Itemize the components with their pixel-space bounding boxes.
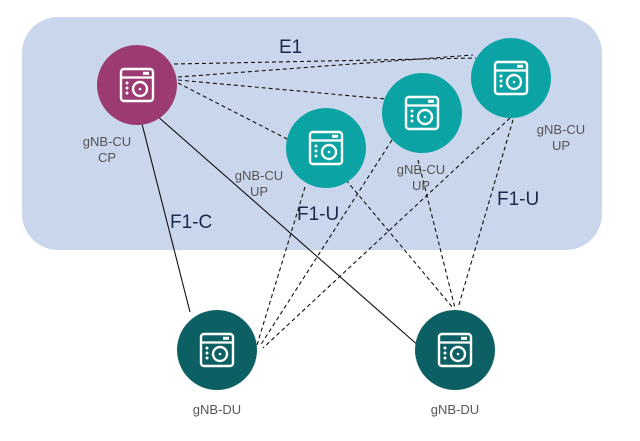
f1c-cp-du1	[140, 119, 191, 313]
node-label-line1: gNB-CU	[396, 162, 446, 177]
node-label-line1: gNB-CU	[234, 168, 284, 183]
e1-links	[173, 54, 477, 141]
node-label-line1: gNB-CU	[82, 134, 132, 149]
node-label-du-1: gNB-DU	[172, 402, 262, 418]
node-label-line2: UP	[249, 184, 269, 199]
f1u-links	[256, 112, 516, 349]
node-label-line1: gNB-CU	[536, 122, 586, 137]
interface-label-f1u-right: F1-U	[497, 189, 540, 210]
node-label-line1: gNB-DU	[430, 402, 480, 417]
node-label-cu-up-2: gNB-CU UP	[376, 162, 466, 194]
f1c-cp-du2	[155, 114, 421, 348]
node-label-cu-up-1: gNB-CU UP	[214, 168, 304, 200]
node-label-du-2: gNB-DU	[410, 402, 500, 418]
node-du-2	[415, 310, 495, 390]
node-label-line1: gNB-DU	[192, 402, 242, 417]
interface-label-f1c: F1-C	[170, 212, 213, 233]
node-cu-up-1	[286, 108, 366, 188]
e1-link-up3	[177, 54, 474, 78]
node-label-line2: UP	[411, 178, 431, 193]
node-cu-up-2	[382, 73, 462, 153]
interface-label-e1: E1	[279, 37, 303, 58]
f1u-up2-du2	[417, 159, 456, 309]
node-cu-cp	[97, 45, 177, 125]
node-label-line2: UP	[551, 138, 571, 153]
interface-label-f1u-left: F1-U	[297, 204, 340, 225]
f1u-up3-du1	[262, 117, 511, 349]
e1-link-up3-b	[173, 57, 477, 65]
node-du-1	[177, 310, 257, 390]
node-label-cu-up-3: gNB-CU UP	[516, 122, 606, 154]
node-cu-up-3	[471, 38, 551, 118]
f1u-up3-du2	[457, 112, 516, 309]
f1u-up2-du1	[259, 139, 393, 347]
node-label-cu-cp: gNB-CU CP	[62, 134, 152, 166]
node-label-line2: CP	[97, 150, 117, 165]
f1c-links	[140, 114, 421, 348]
